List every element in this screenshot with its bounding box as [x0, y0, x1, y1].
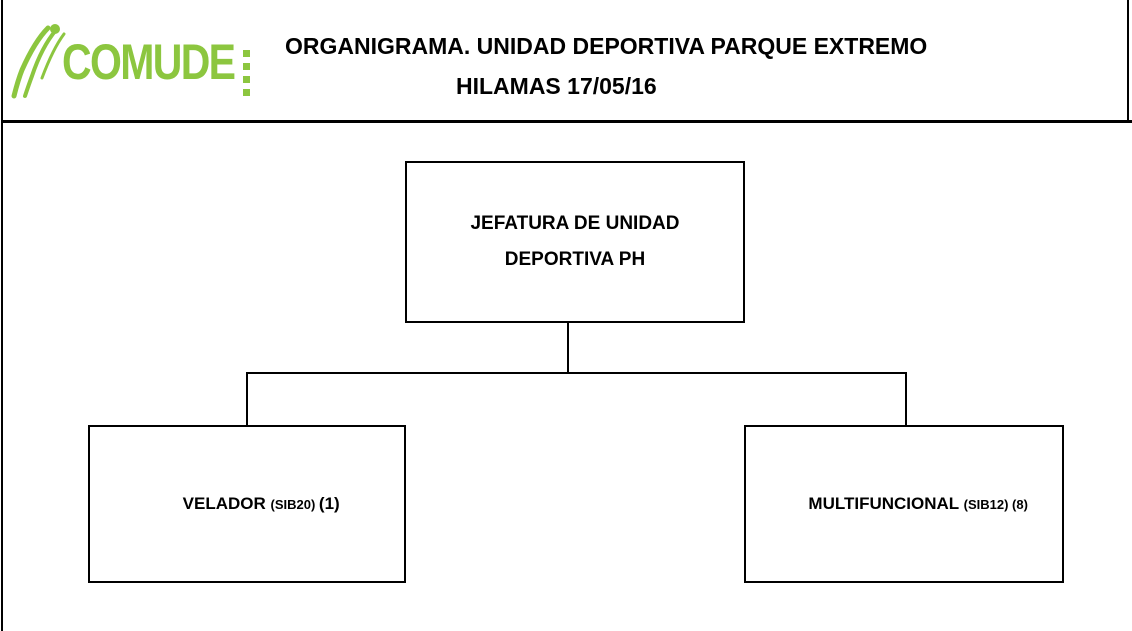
comude-logo: COMUDE — [10, 20, 255, 100]
header-divider — [1, 120, 1132, 123]
org-box-velador-label: VELADOR — [182, 494, 271, 513]
org-box-multifuncional-count: (8) — [1012, 497, 1028, 512]
logo-mark-bars — [243, 50, 251, 96]
page-border-left — [1, 0, 3, 631]
org-box-multifuncional: MULTIFUNCIONAL (SIB12) (8) — [744, 425, 1064, 583]
runner-swoosh-icon — [11, 24, 66, 99]
page-subtitle: HILAMAS 17/05/16 — [456, 73, 657, 99]
org-box-jefatura: JEFATURA DE UNIDAD DEPORTIVA PH — [405, 161, 745, 323]
org-box-velador-count: (1) — [318, 494, 340, 513]
org-box-jefatura-line2: DEPORTIVA PH — [504, 249, 646, 270]
connector-right-vertical — [905, 372, 907, 426]
connector-horizontal — [246, 372, 907, 374]
org-box-velador: VELADOR (SIB20) (1) — [88, 425, 406, 583]
logo-wordmark: COMUDE — [62, 34, 236, 90]
connector-left-vertical — [246, 372, 248, 426]
page-title: ORGANIGRAMA. UNIDAD DEPORTIVA PARQUE EXT… — [285, 33, 928, 59]
org-box-velador-code: (SIB20) — [270, 497, 319, 512]
page-border-right — [1127, 0, 1129, 123]
org-box-multifuncional-label: MULTIFUNCIONAL — [808, 494, 964, 513]
org-box-jefatura-line1: JEFATURA DE UNIDAD — [470, 213, 680, 234]
org-box-multifuncional-code: (SIB12) — [963, 497, 1013, 512]
connector-top-vertical — [567, 323, 569, 373]
